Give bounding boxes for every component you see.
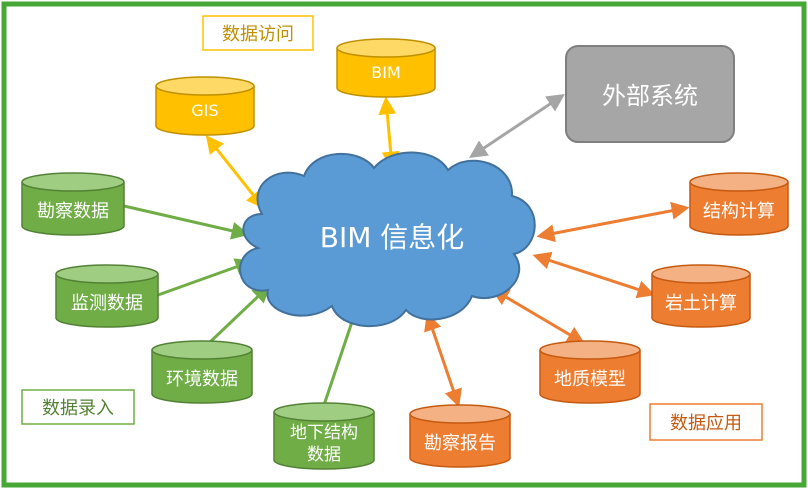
dixia-data-label-line1: 地下结构 xyxy=(290,423,358,443)
jiegou-calc-cylinder: 结构计算 xyxy=(689,172,789,236)
yantu-calc-cylinder: 岩土计算 xyxy=(651,264,751,328)
dizhi-model-cylinder: 地质模型 xyxy=(539,340,641,404)
arrow-yantu xyxy=(532,251,656,299)
arrow-jiegou xyxy=(536,201,690,243)
bim-cloud: BIM 信息化 xyxy=(239,151,536,328)
application-group-label: 数据应用 xyxy=(670,413,742,434)
arrow-kancha-data xyxy=(123,204,250,240)
gis-label: GIS xyxy=(191,101,218,120)
yantu-calc-label: 岩土计算 xyxy=(665,293,737,314)
external-system-box: 外部系统 xyxy=(565,45,735,143)
arrow-bim xyxy=(378,96,400,170)
dixia-data-cylinder: 地下结构 数据 xyxy=(273,402,375,470)
center-label: BIM 信息化 xyxy=(320,221,465,254)
external-label: 外部系统 xyxy=(602,82,698,110)
jiance-data-cylinder: 监测数据 xyxy=(55,264,159,328)
kancha-data-label: 勘察数据 xyxy=(37,201,109,222)
kancha-data-cylinder: 勘察数据 xyxy=(21,172,125,236)
bim-label: BIM xyxy=(371,63,401,82)
arrow-external xyxy=(469,94,565,158)
arrow-baogao xyxy=(424,312,462,408)
arrow-jiance-data xyxy=(157,258,254,297)
bim-cylinder: BIM xyxy=(336,38,436,98)
arrow-gis xyxy=(205,135,265,209)
kancha-report-cylinder: 勘察报告 xyxy=(409,404,511,468)
jiance-data-label: 监测数据 xyxy=(71,293,143,314)
dixia-data-label-line2: 数据 xyxy=(307,445,341,465)
access-group-label-box: 数据访问 xyxy=(202,15,314,51)
arrow-huanjing-data xyxy=(206,284,271,346)
kancha-report-label: 勘察报告 xyxy=(424,433,496,454)
huanjing-data-label: 环境数据 xyxy=(166,369,238,390)
jiegou-calc-label: 结构计算 xyxy=(703,201,775,222)
access-group-label: 数据访问 xyxy=(222,24,294,45)
gis-cylinder: GIS xyxy=(155,76,255,136)
application-group-label-box: 数据应用 xyxy=(649,403,763,441)
huanjing-data-cylinder: 环境数据 xyxy=(151,340,253,404)
arrow-dixia-data xyxy=(322,306,360,406)
input-group-label-box: 数据录入 xyxy=(21,389,135,425)
arrow-dizhi xyxy=(490,288,586,344)
dizhi-model-label: 地质模型 xyxy=(554,369,626,390)
input-group-label: 数据录入 xyxy=(42,398,114,419)
